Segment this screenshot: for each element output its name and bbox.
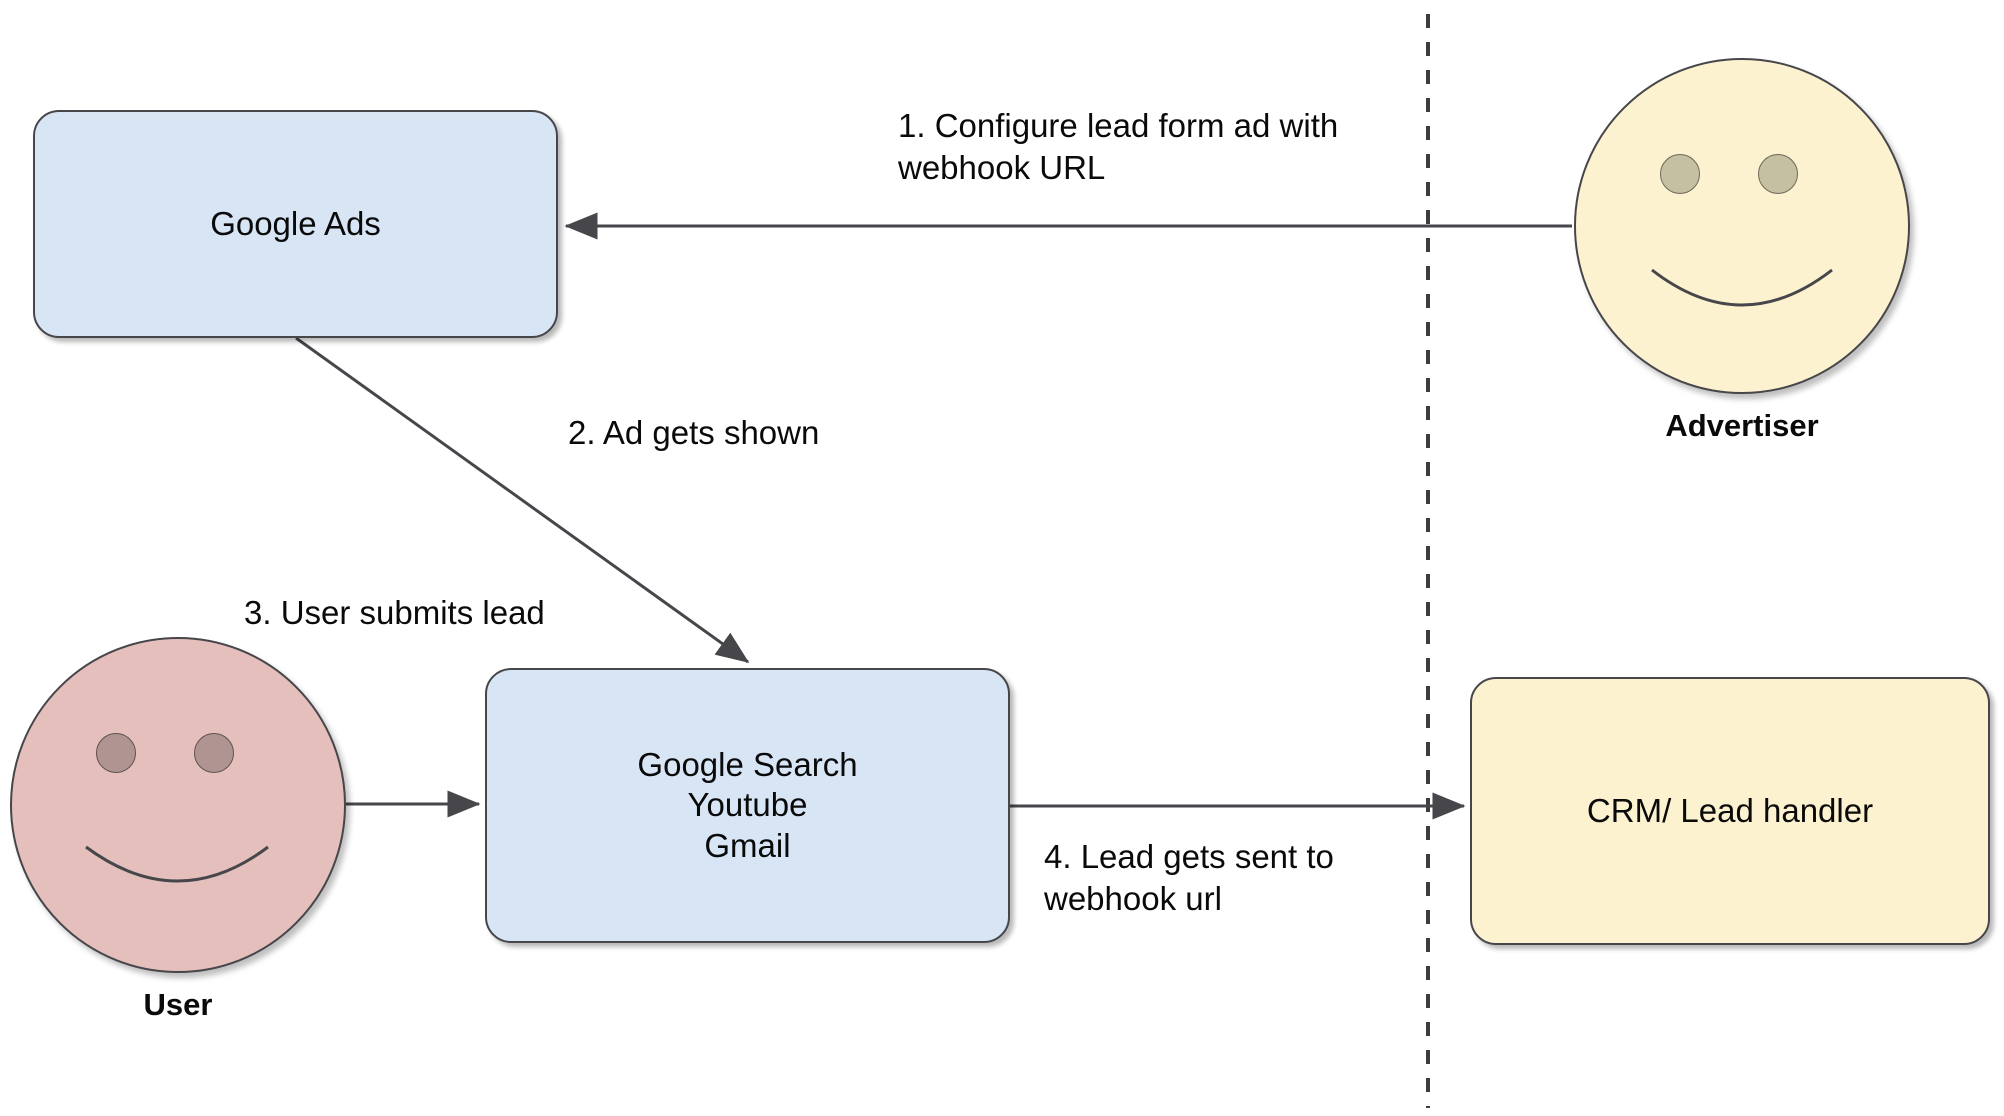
smiley-face-icon: [1574, 58, 1910, 394]
edge-label-step-4: 4. Lead gets sent to webhook url: [1044, 838, 1334, 918]
node-google-properties[interactable]: Google Search Youtube Gmail: [485, 668, 1010, 943]
edge-label-step-3: 3. User submits lead: [244, 594, 545, 631]
node-google-properties-label: Google Search Youtube Gmail: [637, 746, 858, 864]
eye-left-icon: [96, 733, 136, 773]
node-crm[interactable]: CRM/ Lead handler: [1470, 677, 1990, 945]
actor-user-label: User: [143, 987, 213, 1022]
node-crm-label: CRM/ Lead handler: [1586, 791, 1874, 829]
eye-right-icon: [1758, 154, 1798, 194]
eye-left-icon: [1660, 154, 1700, 194]
node-google-ads[interactable]: Google Ads: [33, 110, 558, 338]
node-google-ads-label: Google Ads: [210, 204, 381, 242]
edge-label-step-2: 2. Ad gets shown: [568, 414, 820, 451]
actor-advertiser[interactable]: Advertiser: [1574, 58, 1910, 443]
edge-label-step-1: 1. Configure lead form ad with webhook U…: [898, 107, 1339, 187]
eye-right-icon: [194, 733, 234, 773]
edge-google-ads-to-google-properties: [295, 336, 750, 664]
actor-user[interactable]: User: [10, 637, 346, 1022]
smiley-face-icon: [10, 637, 346, 973]
actor-advertiser-label: Advertiser: [1665, 408, 1819, 443]
